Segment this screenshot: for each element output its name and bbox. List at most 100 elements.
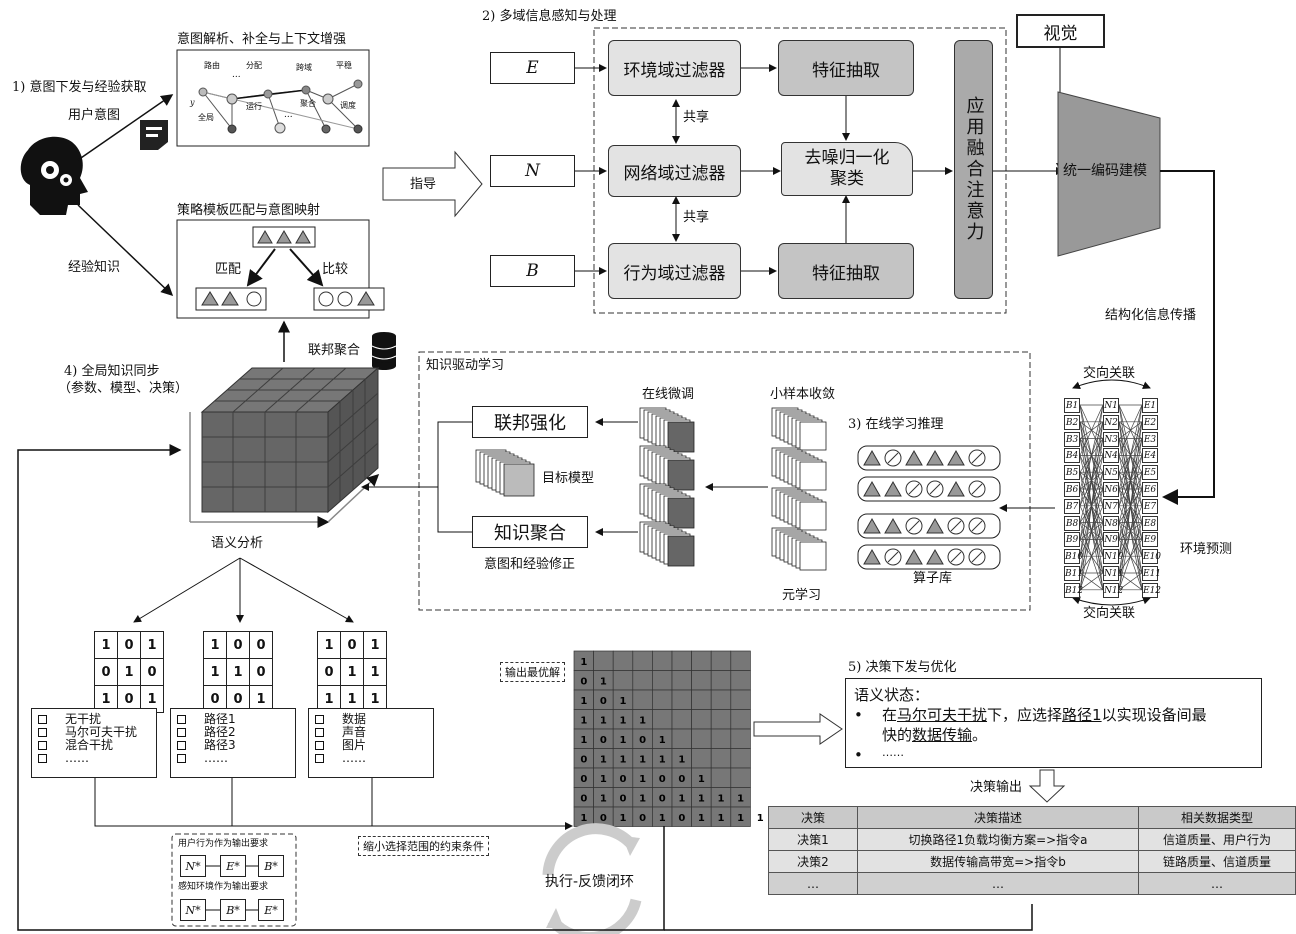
matrix-cell <box>711 729 731 749</box>
op-lib-label: 算子库 <box>913 571 952 587</box>
list-item: …… <box>38 752 150 765</box>
matrix-cell: 0 <box>118 632 141 659</box>
matrix-value: 0 <box>600 696 607 707</box>
matrix-value: 1 <box>698 774 705 785</box>
matrix-cell <box>613 651 633 671</box>
matrix-cell: 1 <box>141 632 164 659</box>
matrix-value: 0 <box>600 735 607 746</box>
matrix-cell <box>672 671 692 691</box>
matrix-value: 0 <box>659 774 666 785</box>
checkbox-icon <box>38 754 47 763</box>
matrix-value: 0 <box>580 676 587 687</box>
matrix-value: 1 <box>659 813 666 824</box>
matrix-value: 1 <box>620 735 627 746</box>
node-n: N1 <box>1103 398 1119 413</box>
matrix-value: 1 <box>659 735 666 746</box>
node-b: B3 <box>1064 432 1080 447</box>
head-icon <box>21 137 88 215</box>
highlight-data: 数据传输 <box>912 726 972 744</box>
matrix-value: 0 <box>678 813 685 824</box>
matrix-cell <box>731 749 751 769</box>
matrix-cell: 1 <box>95 632 118 659</box>
matrix-cell <box>711 671 731 691</box>
graph-word: 路由 <box>204 61 220 71</box>
denoise-cluster: 去噪归一化 聚类 <box>781 142 913 196</box>
node-b: B2 <box>1064 415 1080 430</box>
semantic-bullet-1: • 在马尔可夫干扰下，应选择路径1以实现设备间最快的数据传输。 <box>854 705 1253 746</box>
chain-node: E* <box>258 899 284 921</box>
matrix-cell: 1 <box>318 632 341 659</box>
env-pred-label: 环境预测 <box>1180 542 1232 558</box>
graph-word: 调度 <box>340 101 356 111</box>
matrix-value: 1 <box>659 754 666 765</box>
knowledge-cube <box>190 368 378 522</box>
matrix-value: 1 <box>600 754 607 765</box>
step2-title: 2) 多域信息感知与处理 <box>482 9 616 25</box>
matrix-value: 1 <box>639 754 646 765</box>
user-intent-label: 用户意图 <box>68 108 120 124</box>
node-n: N11 <box>1103 566 1119 581</box>
node-n: N7 <box>1103 499 1119 514</box>
node-e: E2 <box>1142 415 1158 430</box>
node-b: B1 <box>1064 398 1080 413</box>
graph-symbol: y <box>190 98 195 108</box>
layer-card <box>668 498 694 528</box>
target-model-label: 目标模型 <box>542 471 594 487</box>
binary-matrix: 100110001 <box>203 631 273 713</box>
list-item: 图片 <box>315 739 427 752</box>
share-label: 共享 <box>683 110 709 126</box>
compare-label: 比较 <box>322 262 348 278</box>
node-n: N8 <box>1103 516 1119 531</box>
matrix-value: 1 <box>678 793 685 804</box>
node-n: N2 <box>1103 415 1119 430</box>
matrix-value: 1 <box>718 813 725 824</box>
node-e: E8 <box>1142 516 1158 531</box>
matrix-cell <box>594 651 614 671</box>
graph-word: 平稳 <box>336 61 352 71</box>
fed-agg-label: 联邦聚合 <box>308 343 360 359</box>
matrix-cell <box>672 690 692 710</box>
node-e: E4 <box>1142 448 1158 463</box>
node-b: B5 <box>1064 465 1080 480</box>
matrix-value: 1 <box>737 793 744 804</box>
checkbox-icon <box>177 728 186 737</box>
graph-word: 聚合 <box>300 99 316 109</box>
matrix-cell <box>633 651 653 671</box>
input-b: B <box>490 255 575 287</box>
graph-word: 全局 <box>198 113 214 123</box>
node-n: N10 <box>1103 549 1119 564</box>
matrix-cell: 0 <box>318 659 341 686</box>
matrix-value: 1 <box>718 793 725 804</box>
matrix-value: 1 <box>678 754 685 765</box>
matrix-cell <box>731 729 751 749</box>
matrix-cell <box>652 651 672 671</box>
matrix-cell <box>731 690 751 710</box>
matrix-cell <box>692 671 712 691</box>
step5-title: 5) 决策下发与优化 <box>848 660 956 676</box>
binary-matrix: 101010101 <box>94 631 164 713</box>
option-list: 路径1路径2路径3…… <box>170 708 296 778</box>
list-item: 声音 <box>315 726 427 739</box>
checkbox-icon <box>38 728 47 737</box>
matrix-value: 0 <box>659 793 666 804</box>
layer-card <box>668 536 694 566</box>
best-solution-label: 输出最优解 <box>500 662 565 682</box>
node-b: B8 <box>1064 516 1080 531</box>
node-e: E11 <box>1142 566 1158 581</box>
req1-label: 用户行为作为输出要求 <box>178 839 268 850</box>
node-e: E6 <box>1142 482 1158 497</box>
layer-card <box>800 462 826 490</box>
matrix-value: 1 <box>620 813 627 824</box>
chain-node: B* <box>220 899 246 921</box>
matrix-value: 0 <box>580 774 587 785</box>
matrix-value: 1 <box>698 793 705 804</box>
cross-top-label: 交向关联 <box>1083 366 1135 382</box>
list-item: 数据 <box>315 713 427 726</box>
matrix-cell <box>652 671 672 691</box>
matrix-value: 0 <box>600 813 607 824</box>
list-item: 混合干扰 <box>38 739 150 752</box>
matrix-cell <box>672 710 692 730</box>
matrix-cell: 1 <box>364 659 387 686</box>
